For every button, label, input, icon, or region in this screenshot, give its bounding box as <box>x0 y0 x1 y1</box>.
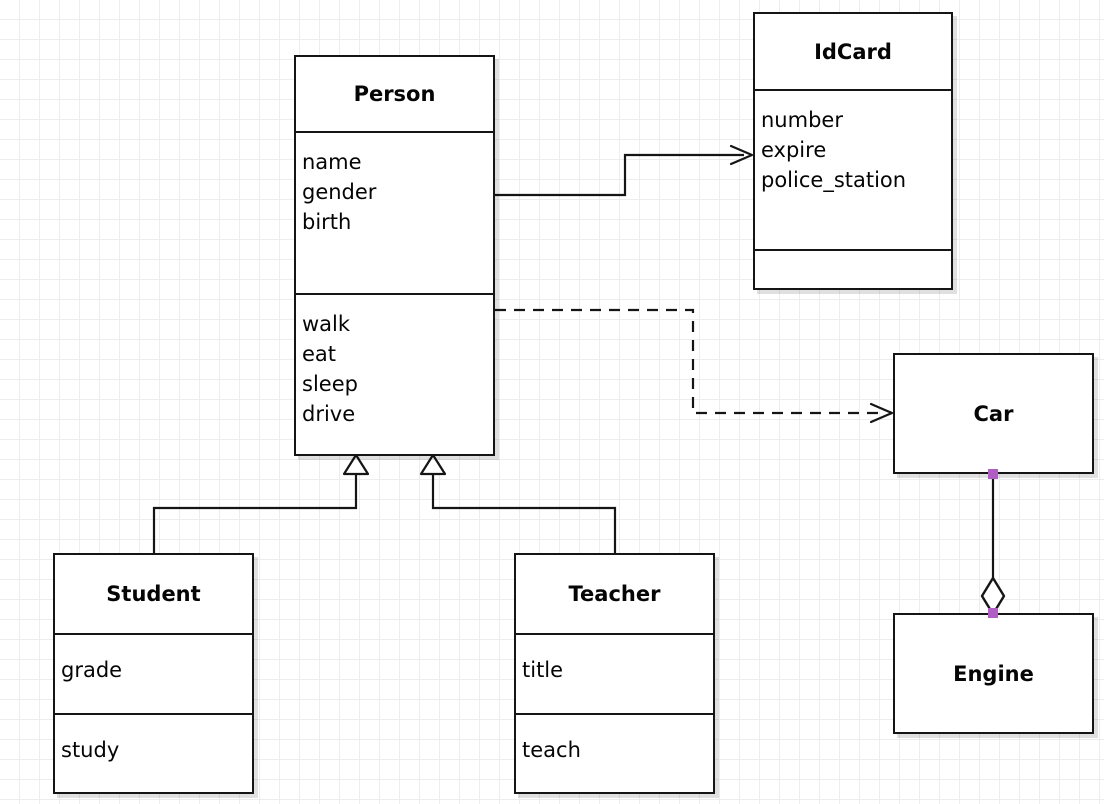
method-item: walk <box>302 312 351 336</box>
class-name-idcard: IdCard <box>814 39 892 64</box>
class-box-idcard[interactable]: IdCard number expire police_station <box>753 12 953 290</box>
attributes-teacher: title <box>516 633 713 713</box>
class-name-teacher: Teacher <box>568 582 661 606</box>
methods-person: walk eat sleep drive <box>296 293 493 454</box>
edge-teacher-person <box>419 453 617 553</box>
edge-person-idcard <box>495 144 754 197</box>
attribute-item: birth <box>302 210 352 234</box>
attributes-student: grade <box>55 633 252 713</box>
attribute-item: police_station <box>761 168 907 192</box>
edge-person-car <box>495 308 894 424</box>
class-title-car: Car <box>895 355 1092 472</box>
connection-handle-car-bottom[interactable] <box>988 469 998 479</box>
attribute-item: number <box>761 108 843 132</box>
attributes-idcard: number expire police_station <box>755 89 951 249</box>
attribute-item: grade <box>61 658 123 682</box>
class-title-idcard: IdCard <box>755 14 951 89</box>
attributes-person: name gender birth <box>296 131 493 293</box>
methods-idcard <box>755 249 951 288</box>
class-title-teacher: Teacher <box>516 555 713 633</box>
method-item: study <box>61 738 120 762</box>
class-name-student: Student <box>106 582 201 606</box>
class-box-engine[interactable]: Engine <box>893 613 1094 734</box>
class-title-person: Person <box>296 57 493 131</box>
class-name-car: Car <box>973 401 1014 426</box>
method-item: drive <box>302 402 356 426</box>
class-name-person: Person <box>353 82 436 106</box>
class-title-engine: Engine <box>895 615 1092 732</box>
class-box-student[interactable]: Student grade study <box>53 553 254 794</box>
method-item: sleep <box>302 372 358 396</box>
method-item: teach <box>522 738 581 762</box>
attribute-item: name <box>302 150 362 174</box>
attribute-item: title <box>522 658 564 682</box>
class-title-student: Student <box>55 555 252 633</box>
methods-teacher: teach <box>516 713 713 792</box>
class-box-teacher[interactable]: Teacher title teach <box>514 553 715 794</box>
class-name-engine: Engine <box>953 661 1034 686</box>
method-item: eat <box>302 342 337 366</box>
connection-handle-engine-top[interactable] <box>988 608 998 618</box>
class-box-person[interactable]: Person name gender birth walk eat sleep … <box>294 55 495 456</box>
attribute-item: expire <box>761 138 827 162</box>
class-box-car[interactable]: Car <box>893 353 1094 474</box>
methods-student: study <box>55 713 252 792</box>
edge-car-engine <box>980 474 1006 616</box>
attribute-item: gender <box>302 180 377 204</box>
edge-student-person <box>152 453 370 553</box>
